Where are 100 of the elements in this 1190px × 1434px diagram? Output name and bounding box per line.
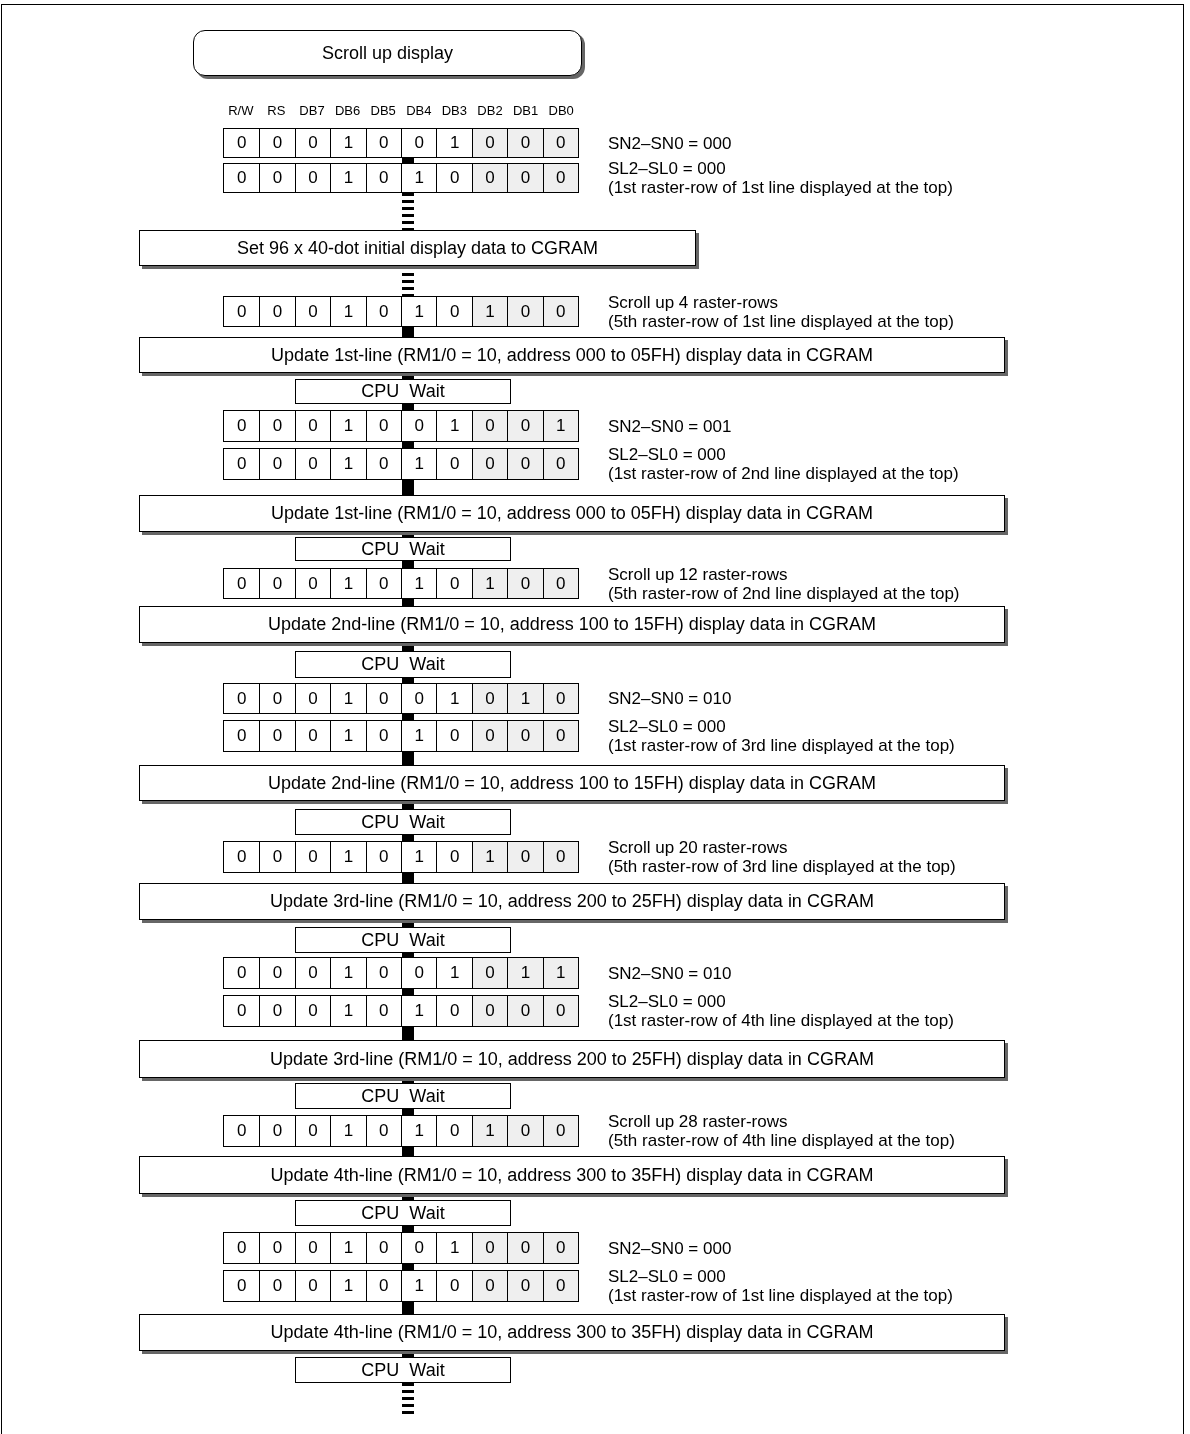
register-row (223, 995, 579, 1027)
process-box: Update 4th-line (RM1/0 = 10, address 300 to 35FH) display data in CGRAM (139, 1156, 1005, 1194)
register-row (223, 720, 579, 752)
flow-connector (402, 1109, 414, 1115)
bit-value: 0 (542, 721, 579, 751)
register-note: SN2–SN0 = 000 (608, 133, 732, 153)
flow-connector (402, 158, 414, 163)
bit-value: 0 (507, 449, 543, 479)
flow-connector (402, 480, 414, 495)
wait-box: CPU Wait (295, 651, 511, 678)
bit-label: DB2 (476, 102, 504, 120)
bit-label: DB7 (298, 102, 326, 120)
bit-value: 0 (542, 1233, 579, 1263)
register-note: SN2–SN0 = 000 (608, 1238, 732, 1258)
bit-value: 0 (507, 129, 543, 157)
bit-label: R/W (227, 102, 255, 120)
register-row (223, 841, 579, 873)
register-note: SL2–SL0 = 000 (608, 445, 726, 464)
register-note: SL2–SL0 = 000 (608, 1267, 726, 1286)
bit-value: 0 (507, 1116, 543, 1146)
process-box: Update 2nd-line (RM1/0 = 10, address 100 to 15FH) display data in CGRAM (139, 606, 1005, 643)
bit-value: 1 (471, 1116, 508, 1146)
bit-value: 1 (471, 297, 508, 326)
register-row (223, 957, 579, 989)
flow-connector (402, 1226, 414, 1232)
bit-label: DB0 (547, 102, 575, 120)
register-note: (1st raster-row of 3rd line displayed at the top) (608, 736, 955, 755)
process-box: Update 2nd-line (RM1/0 = 10, address 100 to 15FH) display data in CGRAM (139, 765, 1005, 801)
bit-value: 0 (507, 164, 543, 192)
wait-box: CPU Wait (295, 1083, 511, 1109)
bit-value: 1 (507, 684, 543, 713)
bit-value: 0 (471, 1271, 508, 1301)
bit-value: 0 (542, 569, 579, 598)
flow-connector (402, 953, 414, 957)
bit-value: 0 (542, 297, 579, 326)
bit-value: 0 (507, 569, 543, 598)
bit-value: 0 (507, 842, 543, 872)
bit-value: 0 (471, 1233, 508, 1263)
register-note: (1st raster-row of 2nd line displayed at the top) (608, 464, 959, 483)
flow-connector (402, 1302, 414, 1314)
bit-value: 0 (542, 684, 579, 713)
bit-label: DB3 (440, 102, 469, 120)
bit-value: 0 (507, 1233, 543, 1263)
bit-value: 0 (542, 449, 579, 479)
flow-connector (402, 1264, 414, 1270)
bit-value: 0 (471, 721, 508, 751)
register-row (223, 448, 579, 480)
flow-connector (402, 404, 414, 410)
bit-value: 0 (507, 1271, 543, 1301)
flow-connector (402, 442, 414, 448)
register-row (223, 1270, 579, 1302)
process-box: Update 4th-line (RM1/0 = 10, address 300 to 35FH) display data in CGRAM (139, 1314, 1005, 1351)
bit-value: 0 (542, 996, 579, 1026)
bit-value: 0 (471, 684, 508, 713)
flow-connector (402, 599, 414, 606)
process-box: Update 1st-line (RM1/0 = 10, address 000 to 05FH) display data in CGRAM (139, 337, 1005, 373)
register-row (223, 296, 579, 327)
bit-label: RS (266, 102, 287, 120)
bit-value: 1 (471, 842, 508, 872)
register-note: SN2–SN0 = 010 (608, 689, 732, 708)
process-box: Update 1st-line (RM1/0 = 10, address 000 to 05FH) display data in CGRAM (139, 495, 1005, 532)
flow-connector (402, 1383, 414, 1417)
bit-value: 0 (542, 164, 579, 192)
register-note: SL2–SL0 = 000 (608, 717, 726, 736)
flow-connector (402, 561, 414, 568)
register-note: (1st raster-row of 1st line displayed at the top) (608, 178, 953, 197)
process-box: Update 3rd-line (RM1/0 = 10, address 200 to 25FH) display data in CGRAM (139, 1040, 1005, 1078)
register-row (223, 1115, 579, 1147)
bit-label: DB1 (511, 102, 540, 120)
bit-value: 0 (471, 996, 508, 1026)
flow-connector (402, 193, 414, 230)
bit-value: 0 (507, 721, 543, 751)
flow-connector (402, 1027, 414, 1040)
bit-value: 1 (471, 569, 508, 598)
bit-value: 0 (507, 996, 543, 1026)
bit-value: 0 (471, 411, 508, 441)
register-note: (5th raster-row of 4th line displayed at the top) (608, 1131, 955, 1150)
wait-box: CPU Wait (295, 927, 511, 953)
flow-connector (402, 1147, 414, 1156)
bit-label: DB4 (405, 102, 433, 120)
process-box: Update 3rd-line (RM1/0 = 10, address 200 to 25FH) display data in CGRAM (139, 883, 1005, 920)
wait-box: CPU Wait (295, 537, 511, 561)
register-note: (1st raster-row of 4th line displayed at the top) (608, 1011, 954, 1030)
bit-value: 0 (542, 1271, 579, 1301)
register-note: SN2–SN0 = 010 (608, 963, 732, 983)
bit-value: 0 (507, 411, 543, 441)
bit-value: 0 (507, 297, 543, 326)
process-box: Set 96 x 40-dot initial display data to CGRAM (139, 230, 696, 266)
register-row (223, 568, 579, 599)
register-row (223, 683, 579, 714)
wait-box: CPU Wait (295, 1357, 511, 1383)
register-note: Scroll up 20 raster-rows (608, 838, 788, 857)
flow-connector (402, 989, 414, 995)
bit-value: 1 (507, 958, 543, 988)
register-note: SN2–SN0 = 001 (608, 416, 732, 436)
register-note: SL2–SL0 = 000 (608, 992, 726, 1011)
register-note: (5th raster-row of 2nd line displayed at the top) (608, 583, 960, 603)
flow-connector (402, 873, 414, 883)
terminal-box: Scroll up display (193, 30, 582, 76)
register-row (223, 128, 579, 158)
